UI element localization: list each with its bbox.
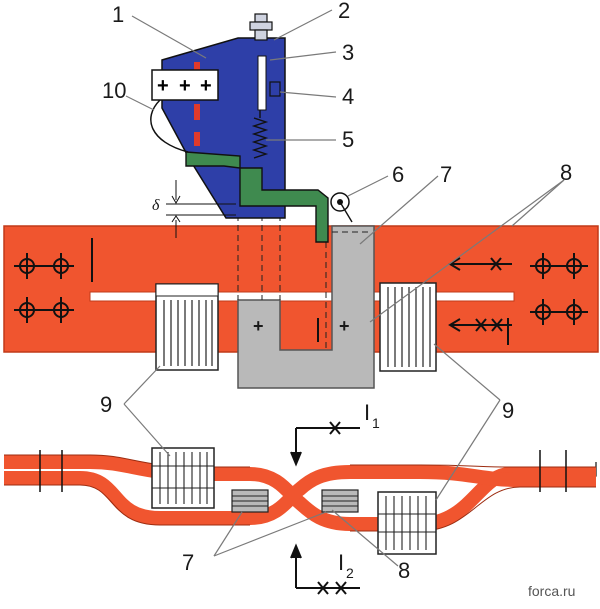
current-i2-sub: 2 bbox=[346, 565, 354, 581]
magnet-core bbox=[237, 225, 375, 389]
callout-5: 5 bbox=[342, 127, 354, 152]
svg-text:+: + bbox=[157, 75, 169, 97]
callout-1: 1 bbox=[112, 2, 124, 27]
callout-7-bottom: 7 bbox=[182, 550, 194, 575]
core-plus-right: + bbox=[339, 316, 350, 336]
callout-8-bottom: 8 bbox=[398, 558, 410, 583]
current-i1-arrow bbox=[290, 421, 360, 467]
callout-3: 3 bbox=[342, 40, 354, 65]
core-piece-8 bbox=[321, 489, 359, 513]
bottom-coil-left bbox=[151, 447, 215, 509]
busbar-slot bbox=[89, 291, 515, 302]
callout-9-right: 9 bbox=[502, 398, 514, 423]
core-piece-7 bbox=[231, 489, 269, 513]
callout-8-top: 8 bbox=[560, 160, 572, 185]
current-i2-label: I bbox=[338, 550, 344, 575]
current-i1-label: I bbox=[364, 400, 370, 425]
gap-label: δ bbox=[152, 197, 160, 214]
projection-lines bbox=[237, 215, 370, 350]
terminal-block: + + + bbox=[151, 69, 219, 101]
busbar-bent bbox=[4, 455, 597, 531]
current-arrow-double bbox=[448, 318, 512, 332]
busbar-plate bbox=[3, 225, 599, 353]
svg-text:+: + bbox=[179, 75, 191, 97]
leader-lines bbox=[123, 9, 565, 567]
armature bbox=[185, 151, 329, 243]
bolt-holes-left bbox=[14, 253, 74, 323]
busbar-bent-ticks bbox=[39, 450, 567, 492]
callout-4: 4 bbox=[342, 84, 354, 109]
callout-2: 2 bbox=[338, 0, 350, 23]
callout-7-top: 7 bbox=[440, 162, 452, 187]
bolt-holes-right bbox=[530, 253, 588, 325]
coil-right bbox=[379, 282, 437, 372]
current-i1-sub: 1 bbox=[372, 415, 380, 431]
spring bbox=[251, 117, 269, 159]
watermark: forca.ru bbox=[528, 583, 575, 599]
current-i2-arrow bbox=[290, 543, 360, 595]
core-plus-left: + bbox=[253, 316, 264, 336]
callout-6: 6 bbox=[392, 162, 404, 187]
air-gap-indicator bbox=[166, 180, 236, 238]
svg-text:+: + bbox=[200, 75, 212, 97]
adjusting-screw bbox=[249, 13, 273, 41]
callout-9-left: 9 bbox=[100, 392, 112, 417]
coil-left bbox=[155, 283, 219, 371]
terminal-wire bbox=[150, 99, 189, 153]
callout-10: 10 bbox=[102, 78, 126, 103]
bottom-coil-right bbox=[377, 491, 437, 555]
